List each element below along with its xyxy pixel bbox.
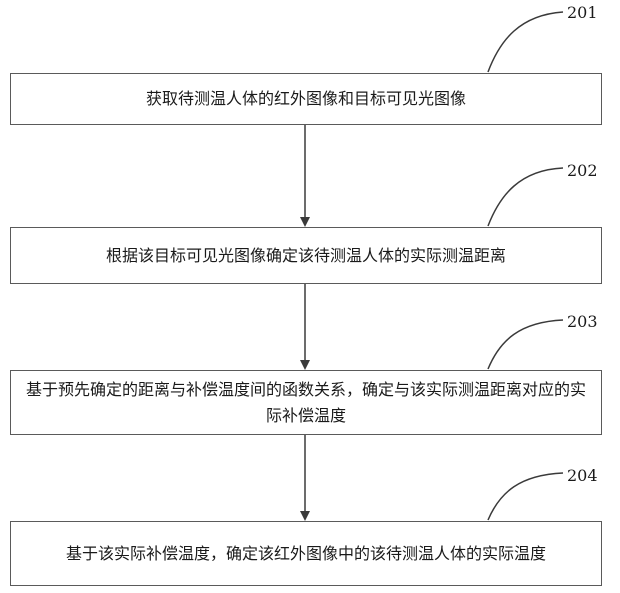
step-number-204: 204 bbox=[567, 466, 598, 485]
step-box-204: 基于该实际补偿温度，确定该红外图像中的该待测温人体的实际温度 bbox=[10, 521, 602, 586]
step-text-203: 基于预先确定的距离与补偿温度间的函数关系，确定与该实际测温距离对应的实际补偿温度 bbox=[25, 379, 586, 425]
leader-line-203 bbox=[487, 319, 564, 370]
step-text-201: 获取待测温人体的红外图像和目标可见光图像 bbox=[145, 89, 466, 108]
step-text-202: 根据该目标可见光图像确定该待测温人体的实际测温距离 bbox=[105, 245, 506, 265]
leader-line-201 bbox=[487, 11, 564, 73]
step-number-202: 202 bbox=[567, 161, 598, 180]
step-text-204: 基于该实际补偿温度，确定该红外图像中的该待测温人体的实际温度 bbox=[65, 543, 546, 563]
leader-line-204 bbox=[487, 472, 564, 521]
step-box-202: 根据该目标可见光图像确定该待测温人体的实际测温距离 bbox=[10, 227, 602, 284]
step-number-201: 201 bbox=[567, 3, 598, 22]
step-box-201: 获取待测温人体的红外图像和目标可见光图像 bbox=[10, 73, 602, 125]
step-number-203: 203 bbox=[567, 312, 598, 331]
leader-line-202 bbox=[487, 167, 564, 227]
step-box-203: 基于预先确定的距离与补偿温度间的函数关系，确定与该实际测温距离对应的实际补偿温度 bbox=[10, 370, 602, 435]
